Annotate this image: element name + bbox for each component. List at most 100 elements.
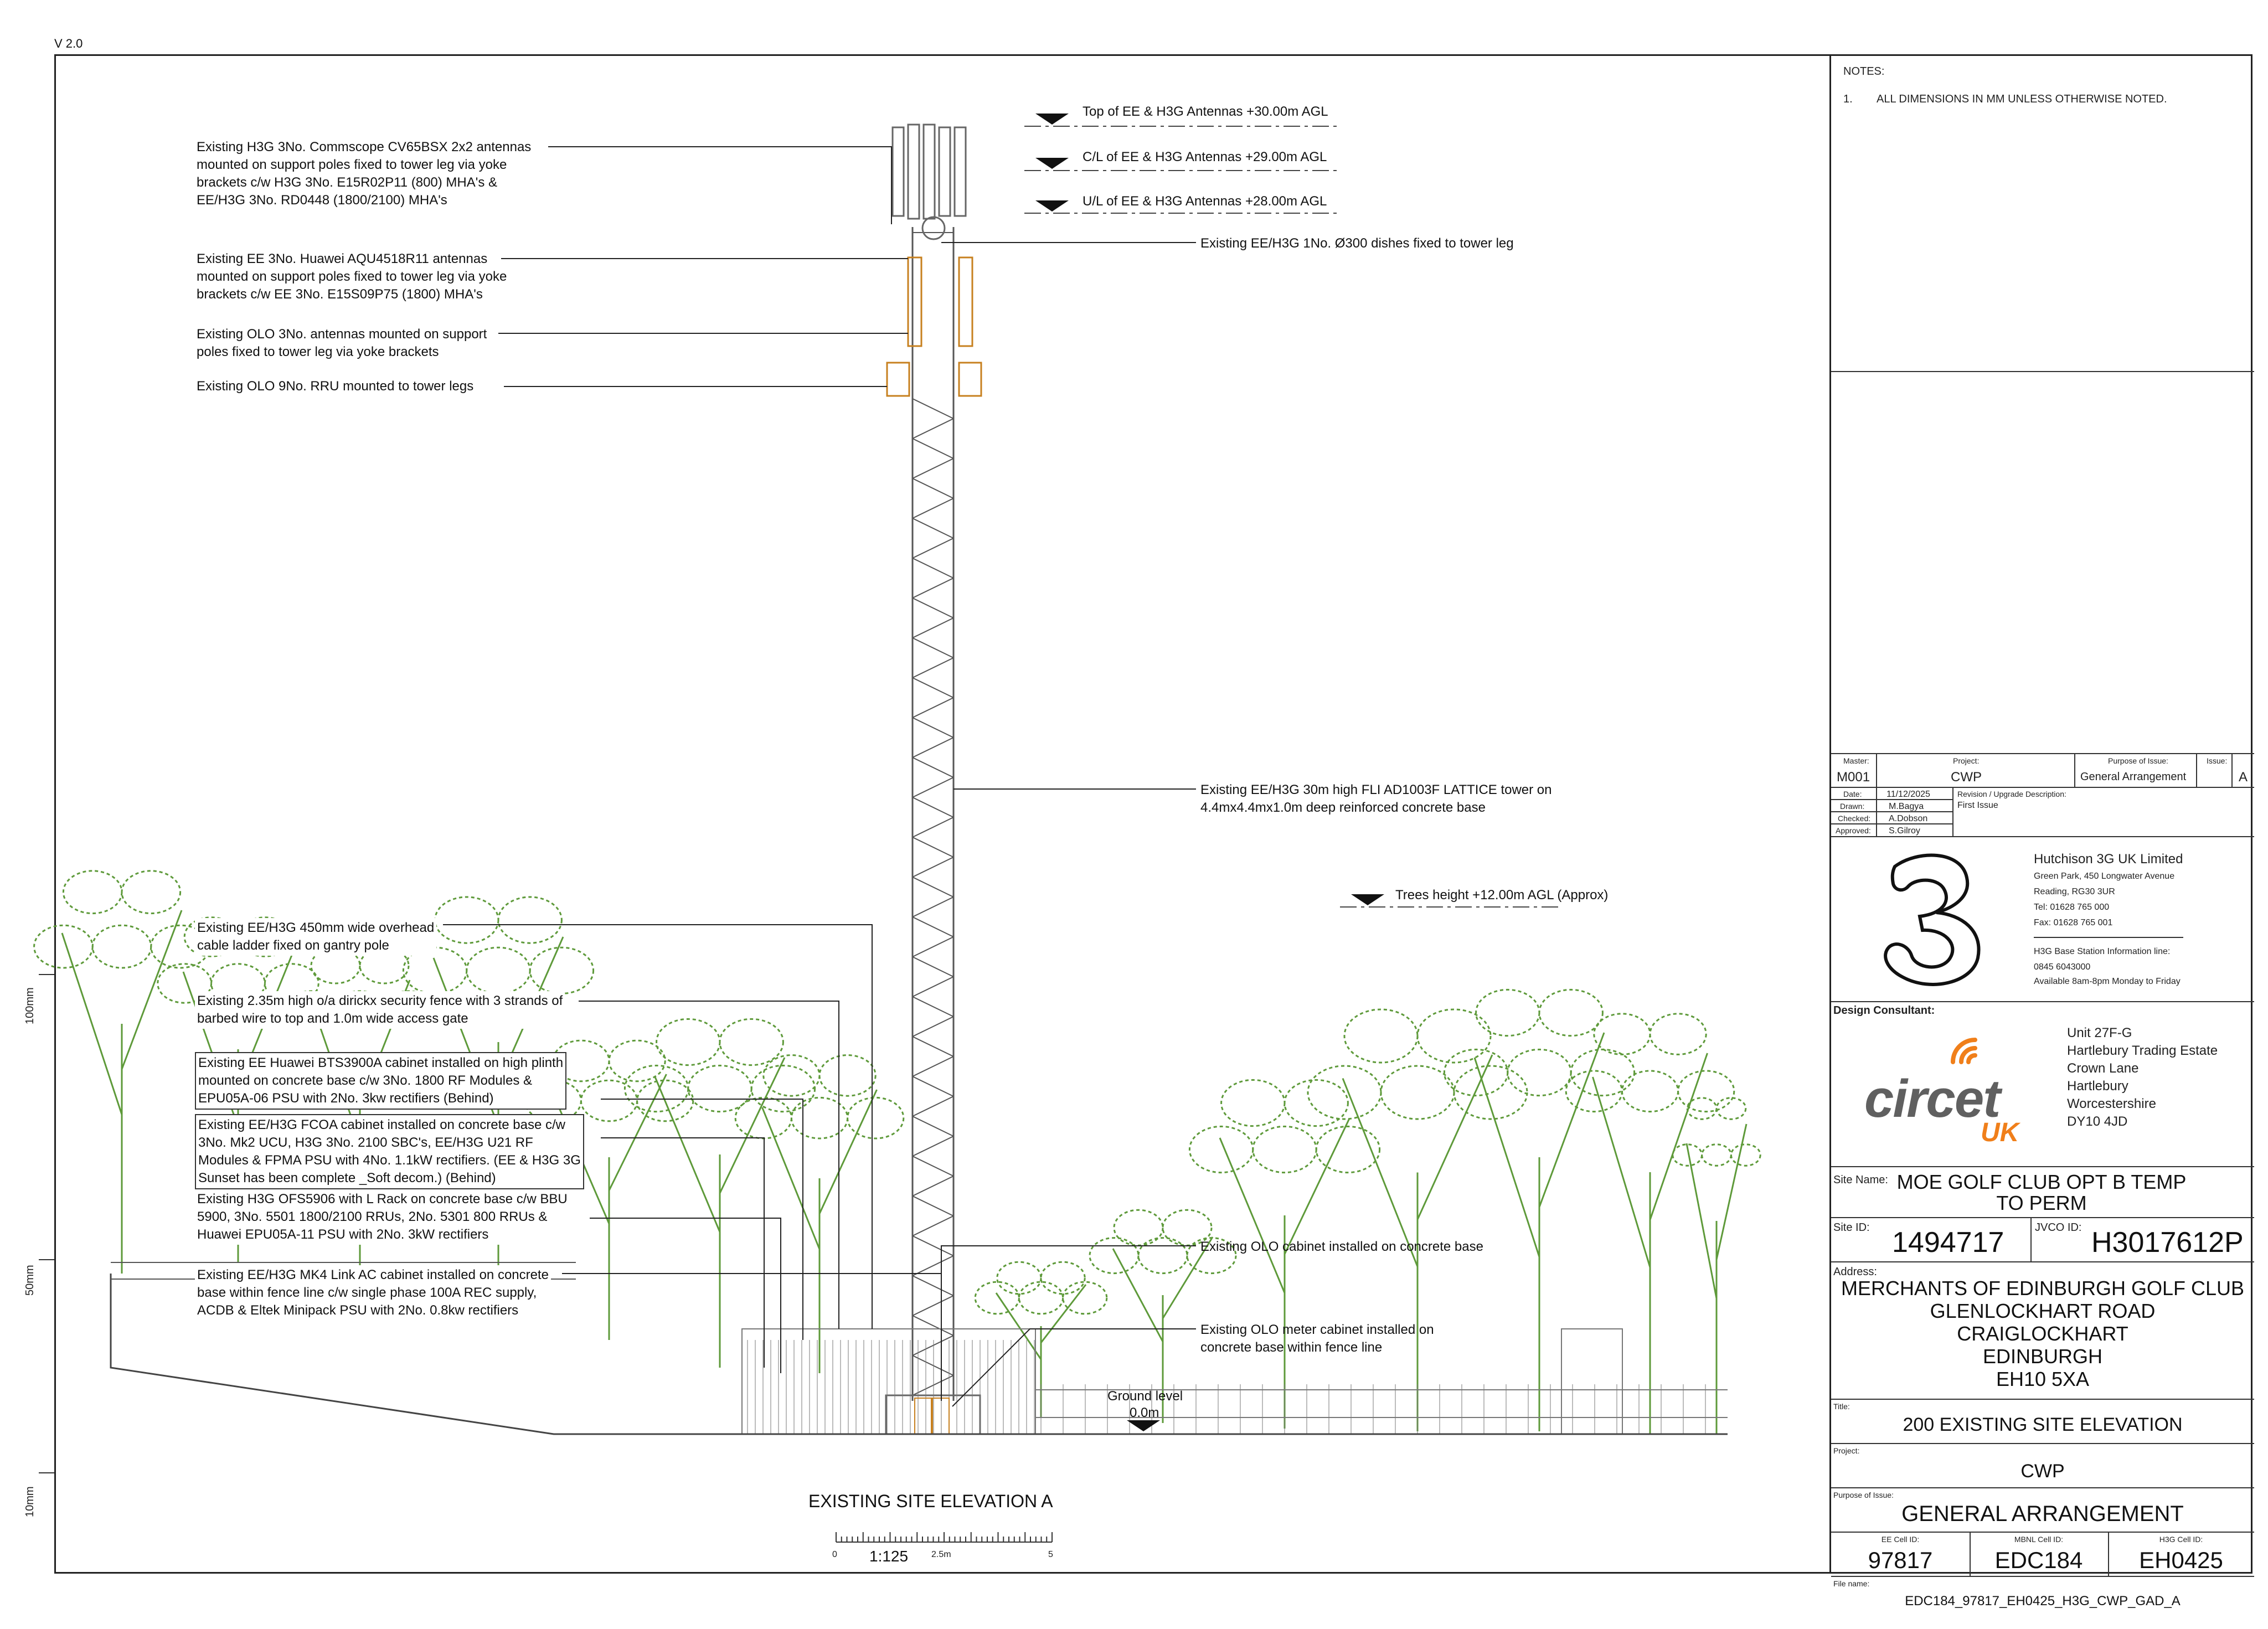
callout-leader — [590, 1218, 781, 1373]
note-text: ALL DIMENSIONS IN MM UNLESS OTHERWISE NO… — [1877, 93, 2167, 105]
rev-desc-value: First Issue — [1957, 801, 1998, 810]
note-number: 1. — [1843, 93, 1853, 105]
rru-left — [886, 362, 910, 397]
tree — [1089, 1209, 1237, 1423]
callout-dishes: Existing EE/H3G 1No. Ø300 dishes fixed t… — [1200, 236, 1514, 251]
scale-tick-0: 0 — [832, 1550, 837, 1559]
date-label: Date: — [1843, 790, 1862, 798]
consultant-address-line: Unit 27F-G — [2067, 1025, 2132, 1040]
notes-section: NOTES: 1. ALL DIMENSIONS IN MM UNLESS OT… — [1831, 54, 2254, 371]
border-scale-100mm: 100mm — [24, 987, 36, 1024]
callout-leader — [601, 1137, 765, 1368]
tree — [1672, 1097, 1761, 1434]
callout-ofs: Existing H3G OFS5906 with L Rack on conc… — [195, 1189, 570, 1245]
title-block-purpose: Purpose of Issue: GENERAL ARRANGEMENT — [1831, 1487, 2254, 1532]
callout-leader — [562, 1273, 942, 1401]
purpose-label: Purpose of Issue: — [1833, 1491, 1894, 1499]
callout-olo-antennas: Existing OLO 3No. antennas mounted on su… — [197, 327, 487, 359]
master-label: Master: — [1843, 756, 1869, 765]
tree — [33, 870, 210, 1274]
tree — [1307, 1008, 1528, 1431]
site-name-value: MOE GOLF CLUB OPT B TEMP TO PERM — [1896, 1171, 2187, 1214]
address-line: EDINBURGH — [1982, 1345, 2103, 1368]
rev-desc-label: Revision / Upgrade Description: — [1957, 790, 2066, 798]
compound — [741, 1328, 1728, 1435]
checked-label: Checked: — [1838, 814, 1871, 823]
site-id-label: Site ID: — [1833, 1221, 1870, 1234]
company-info: Hutchison 3G UK Limited Green Park, 450 … — [1831, 836, 2254, 1001]
level-top-label: Top of EE & H3G Antennas +30.00m AGL — [1083, 104, 1328, 119]
revision-block: Master: M001 Project: CWP Purpose of Iss… — [1831, 753, 2254, 837]
file-label: File name: — [1833, 1579, 1870, 1588]
ground-level-marker — [1127, 1420, 1160, 1431]
notes-heading: NOTES: — [1843, 65, 1885, 78]
callout-fcoa: Existing EE/H3G FCOA cabinet installed o… — [195, 1114, 584, 1189]
drawing-version: V 2.0 — [54, 37, 83, 50]
base-station-hours: Available 8am-8pm Monday to Friday — [2034, 977, 2181, 986]
h3g-cell-label: H3G Cell ID: — [2159, 1535, 2203, 1544]
address-line: GLENLOCKHART ROAD — [1930, 1300, 2156, 1322]
notes-blank — [1831, 371, 2254, 753]
callout-olo-rru: Existing OLO 9No. RRU mounted to tower l… — [197, 379, 474, 394]
site-id-block: Site ID: 1494717 JVCO ID: H3017612P — [1831, 1217, 2254, 1262]
checked-value: A.Dobson — [1889, 814, 1928, 823]
drawing-title: 200 EXISTING SITE ELEVATION — [1903, 1414, 2183, 1435]
approved-value: S.Gilroy — [1889, 826, 1920, 836]
date-value: 11/12/2025 — [1886, 790, 1930, 799]
site-address-block: Address: MERCHANTS OF EDINBURGH GOLF CLU… — [1831, 1261, 2254, 1399]
callout-fence: Existing 2.35m high o/a dirickx security… — [195, 991, 565, 1029]
jvco-id-value: H3017612P — [2091, 1226, 2244, 1259]
project-value: CWP — [2020, 1461, 2065, 1482]
h3g-cell-value: EH0425 — [2139, 1547, 2223, 1573]
drawn-value: M.Bagya — [1889, 802, 1924, 811]
base-station-phone: 0845 6043000 — [2034, 962, 2091, 972]
elevation-title: EXISTING SITE ELEVATION A — [808, 1491, 1053, 1511]
cabinet-door-right — [932, 1398, 950, 1435]
level-ul-label: U/L of EE & H3G Antennas +28.00m AGL — [1083, 194, 1327, 209]
tree — [1443, 988, 1636, 1431]
issue-label: Issue: — [2207, 756, 2228, 765]
cell-ids: EE Cell ID: 97817 MBNL Cell ID: EDC184 H… — [1831, 1532, 2254, 1577]
circet-logo-word: circet — [1864, 1069, 2001, 1128]
ground-line — [110, 1274, 1728, 1435]
cabinet-door-left — [914, 1398, 932, 1435]
callout-leader — [952, 1328, 1196, 1407]
purpose-value: GENERAL ARRANGEMENT — [1901, 1502, 2184, 1526]
company-address-line: Green Park, 450 Longwater Avenue — [2034, 872, 2175, 881]
circet-logo-icon — [1951, 1038, 1977, 1064]
consultant-address-line: DY10 4JD — [2067, 1114, 2128, 1129]
drawing-area: 0 2.5m 5 1:125 EXISTING SITE ELEVATION A… — [24, 114, 1761, 1565]
scale-tick-5: 5 — [1048, 1550, 1053, 1559]
consultant-address-line: Worcestershire — [2067, 1096, 2156, 1111]
jvco-id-label: JVCO ID: — [2035, 1221, 2082, 1234]
level-cl-label: C/L of EE & H3G Antennas +29.00m AGL — [1083, 150, 1327, 164]
address-line: CRAIGLOCKHART — [1957, 1322, 2128, 1345]
drawing-frame — [54, 54, 2252, 1574]
company-name: Hutchison 3G UK Limited — [2034, 852, 2183, 867]
title-block-title: Title: 200 EXISTING SITE ELEVATION — [1831, 1399, 2254, 1443]
scale-ratio: 1:125 — [869, 1548, 908, 1565]
callout-bts: Existing EE Huawei BTS3900A cabinet inst… — [195, 1052, 567, 1110]
file-name-block: File name: EDC184_97817_EH0425_H3G_CWP_G… — [1831, 1576, 2254, 1629]
drawn-label: Drawn: — [1840, 802, 1865, 811]
ee-cell-label: EE Cell ID: — [1881, 1535, 1920, 1544]
consultant-address-line: Hartlebury — [2067, 1079, 2128, 1094]
antenna-group — [886, 123, 982, 397]
master-value: M001 — [1837, 770, 1870, 785]
title-block-project: Project: CWP — [1831, 1443, 2254, 1487]
trees-height-label: Trees height +12.00m AGL (Approx) — [1395, 888, 1609, 903]
tree — [1565, 1013, 1735, 1434]
callout-ee-antennas: Existing EE 3No. Huawei AQU4518R11 anten… — [197, 251, 507, 302]
ground-level-value: 0.0m — [1130, 1405, 1159, 1420]
callout-leader — [579, 1001, 839, 1329]
rru-right — [958, 362, 982, 397]
rev-purpose-label: Purpose of Issue: — [2108, 756, 2168, 765]
company-address-line: Reading, RG30 3UR — [2034, 887, 2115, 896]
dish-icon — [921, 216, 946, 240]
three-logo — [1884, 853, 1981, 986]
lattice-tower — [885, 227, 981, 1435]
title-block: NOTES: 1. ALL DIMENSIONS IN MM UNLESS OT… — [1829, 54, 2254, 1609]
callout-leader — [443, 924, 873, 1329]
ground-level-label: Ground level — [1107, 1389, 1183, 1404]
rev-project-value: CWP — [1951, 770, 1982, 785]
